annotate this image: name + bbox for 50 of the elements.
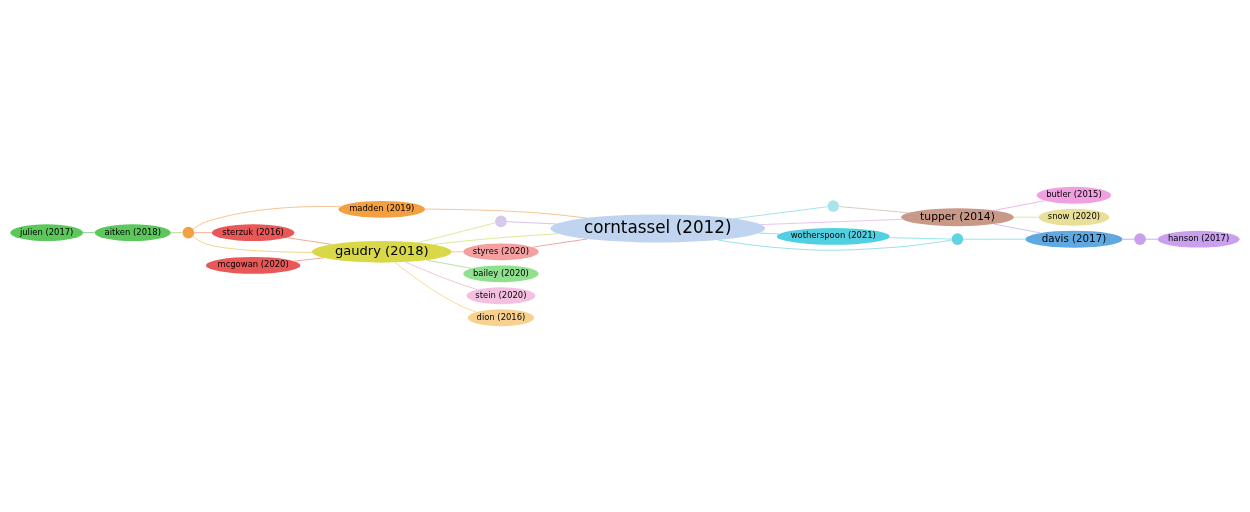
connector	[962, 238, 1026, 240]
connector	[82, 231, 95, 233]
connector	[838, 205, 910, 213]
connector	[993, 199, 1046, 211]
connector	[192, 205, 341, 230]
node-ellipse: mcgowan (2020)	[205, 256, 301, 274]
connector	[433, 232, 559, 245]
node-ellipse: dion (2016)	[467, 308, 535, 326]
node-circle	[1134, 232, 1146, 245]
connector	[1013, 216, 1039, 218]
node-circle	[951, 232, 964, 245]
node-ellipse: bailey (2020)	[463, 264, 539, 282]
connector	[532, 237, 588, 248]
node-circle	[182, 226, 195, 238]
connector	[733, 205, 828, 219]
node-ellipse: davis (2017)	[1025, 230, 1123, 248]
node-ellipse: sterzuk (2016)	[211, 223, 295, 241]
connector	[193, 231, 213, 233]
connector	[192, 235, 313, 253]
connector	[394, 261, 477, 312]
connector	[424, 208, 588, 218]
connector	[758, 232, 780, 234]
node-ellipse: styres (2020)	[463, 242, 539, 260]
connector	[717, 239, 953, 251]
connector	[888, 236, 952, 240]
node-ellipse: aitken (2018)	[94, 223, 171, 241]
node-ellipse: stein (2020)	[466, 286, 536, 304]
node-ellipse: snow (2020)	[1038, 208, 1110, 226]
connector	[993, 223, 1041, 233]
node-ellipse: hanson (2017)	[1157, 230, 1240, 248]
node-circle	[827, 199, 840, 212]
connector	[170, 231, 183, 233]
connector	[760, 218, 904, 225]
connector	[405, 261, 478, 290]
node-ellipse: gaudry (2018)	[311, 240, 452, 263]
node-ellipse: julien (2017)	[10, 223, 84, 241]
connector	[418, 221, 496, 243]
node-circle	[495, 215, 507, 227]
node-ellipse: tupper (2014)	[901, 207, 1014, 226]
node-ellipse: corntassel (2012)	[550, 214, 766, 242]
connector	[1145, 238, 1158, 240]
connector	[506, 220, 557, 224]
node-ellipse: butler (2015)	[1036, 186, 1112, 204]
connector	[1122, 238, 1135, 240]
connector	[426, 259, 473, 269]
connector	[293, 256, 325, 262]
node-ellipse: madden (2019)	[338, 200, 426, 218]
connector	[286, 236, 332, 245]
node-ellipse: wotherspoon (2021)	[776, 227, 890, 245]
connector	[451, 250, 464, 252]
